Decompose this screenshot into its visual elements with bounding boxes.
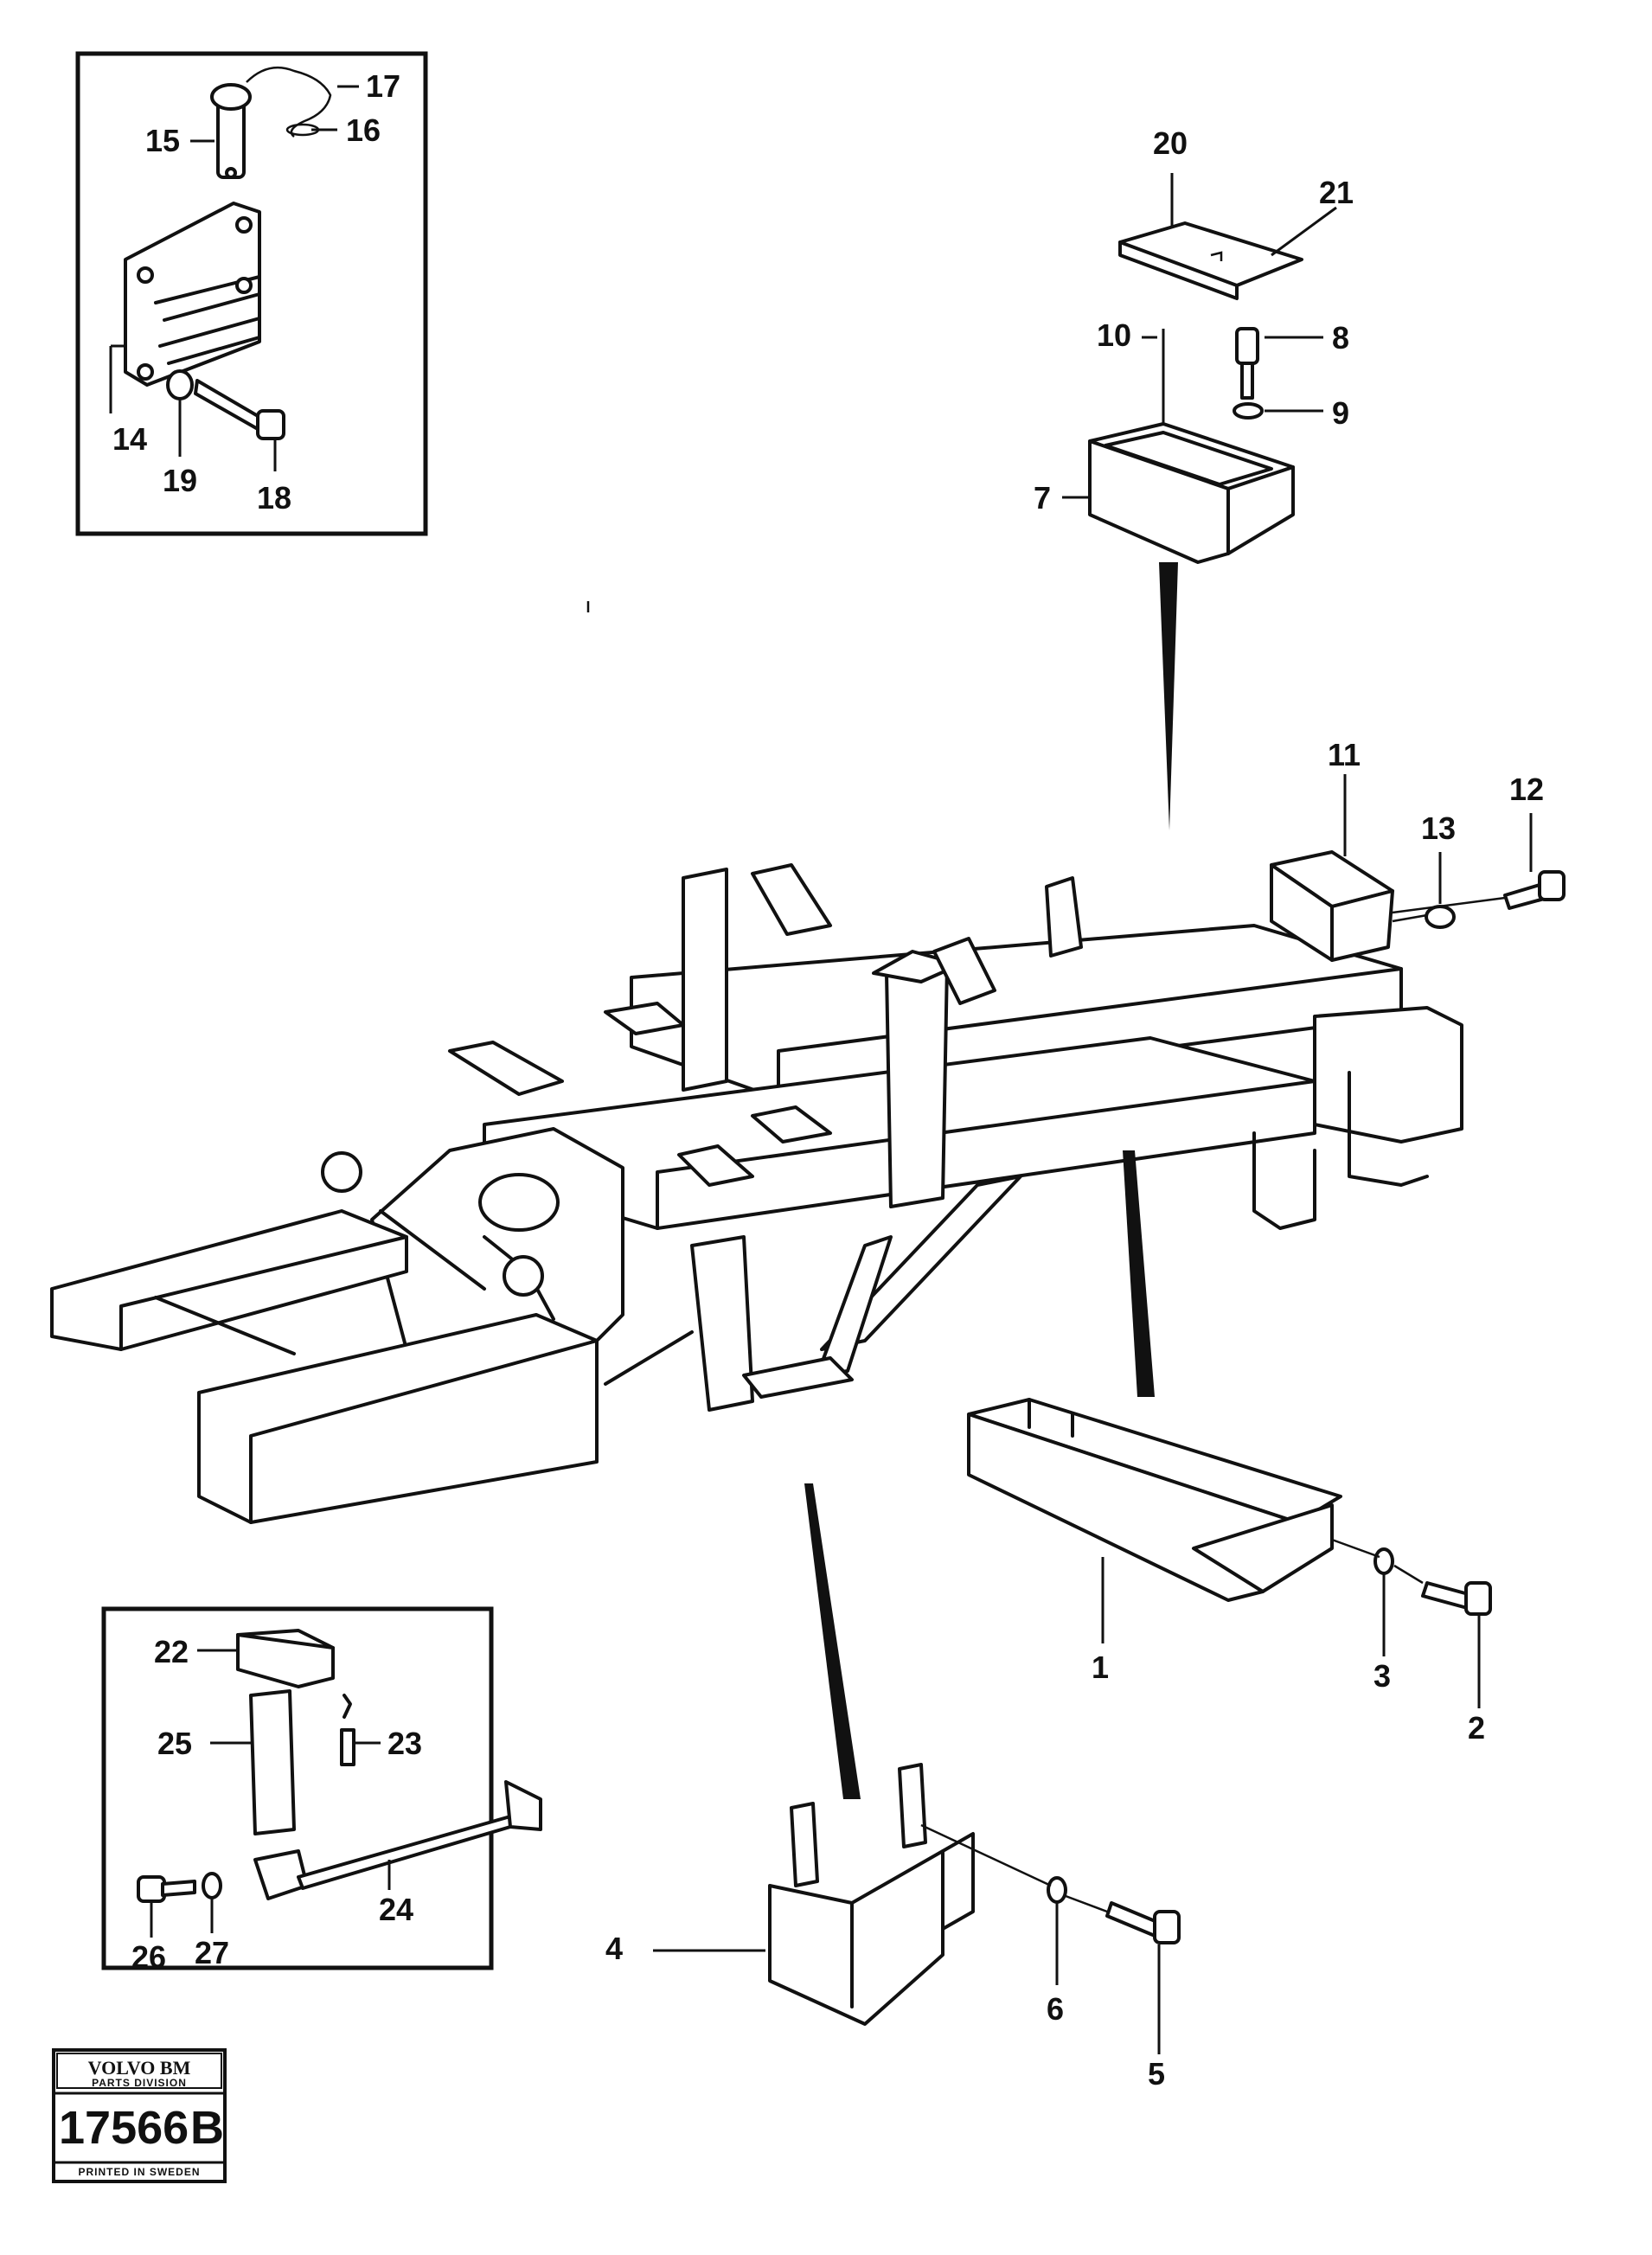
guard-4-drawing bbox=[768, 1763, 1181, 2026]
callout-17: 17 bbox=[366, 68, 400, 104]
stamp-footer: PRINTED IN SWEDEN bbox=[78, 2166, 200, 2178]
callout-5: 5 bbox=[1148, 2056, 1165, 2092]
callout-6: 6 bbox=[1047, 1991, 1064, 2027]
callout-7: 7 bbox=[1034, 480, 1051, 516]
callout-18: 18 bbox=[257, 480, 291, 516]
inset-box-top bbox=[75, 51, 428, 536]
guard-1-drawing bbox=[967, 1398, 1492, 1616]
callout-22: 22 bbox=[154, 1634, 189, 1669]
bracket-11-drawing bbox=[1270, 850, 1566, 962]
guide-taper-4 bbox=[804, 1483, 861, 1799]
callout-11: 11 bbox=[1328, 737, 1361, 772]
main-frame-drawing bbox=[50, 863, 1463, 1524]
stamp-number: 17566 bbox=[59, 2102, 189, 2154]
callout-1: 1 bbox=[1092, 1650, 1109, 1685]
callout-15: 15 bbox=[145, 123, 180, 158]
callout-21: 21 bbox=[1319, 175, 1354, 210]
bracket-24-drawing bbox=[137, 1629, 542, 1903]
stamp-brand: VOLVO BM bbox=[88, 2057, 191, 2079]
volvo-bm-stamp: VOLVO BM PARTS DIVISION 17566 B PRINTED … bbox=[52, 2048, 227, 2183]
callout-9: 9 bbox=[1332, 395, 1349, 431]
stamp-division: PARTS DIVISION bbox=[92, 2077, 187, 2089]
callout-2: 2 bbox=[1468, 1710, 1485, 1746]
pin-and-bracket-drawing bbox=[124, 66, 332, 440]
callout-4: 4 bbox=[605, 1931, 623, 1966]
inset-box-bottom bbox=[101, 1606, 494, 1970]
guide-taper-1 bbox=[1123, 1150, 1155, 1397]
callout-14: 14 bbox=[112, 421, 147, 457]
callout-20: 20 bbox=[1153, 125, 1188, 161]
callout-12: 12 bbox=[1509, 772, 1544, 807]
callout-23: 23 bbox=[387, 1726, 422, 1761]
callout-8: 8 bbox=[1332, 320, 1349, 356]
callout-10: 10 bbox=[1097, 317, 1131, 353]
callout-27: 27 bbox=[195, 1935, 229, 1970]
callout-13: 13 bbox=[1421, 810, 1456, 846]
callout-16: 16 bbox=[346, 112, 381, 148]
stamp-suffix: B bbox=[190, 2102, 224, 2154]
callout-24: 24 bbox=[379, 1892, 413, 1927]
callout-19: 19 bbox=[163, 463, 197, 498]
callout-25: 25 bbox=[157, 1726, 192, 1761]
guide-taper-7 bbox=[1159, 562, 1178, 830]
cover-and-box-drawing bbox=[1088, 221, 1303, 564]
callout-26: 26 bbox=[131, 1939, 166, 1975]
callout-3: 3 bbox=[1373, 1658, 1391, 1694]
